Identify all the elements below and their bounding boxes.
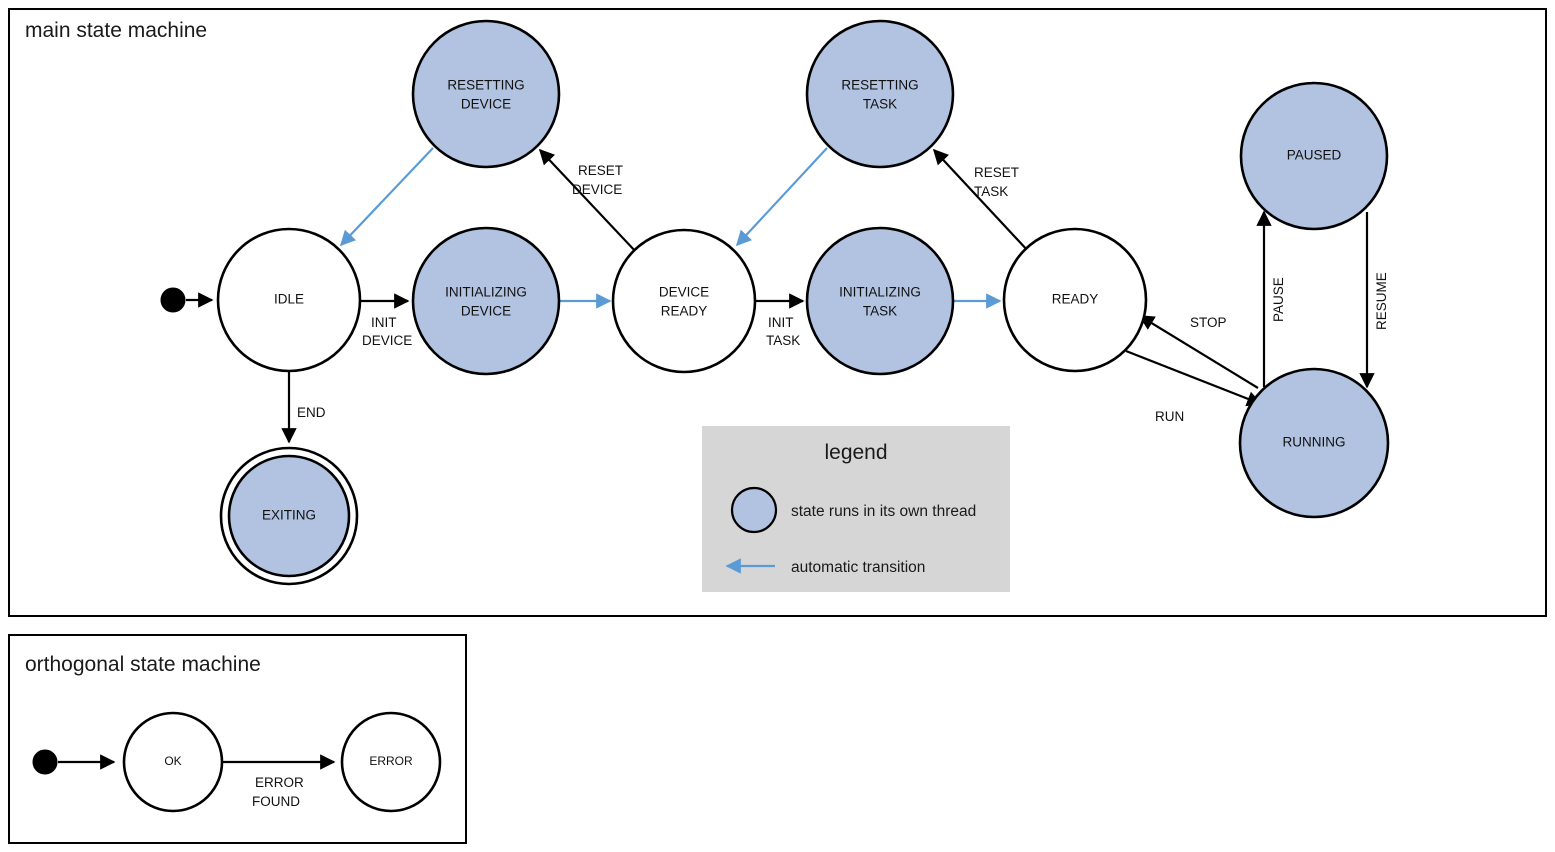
state-paused-label: PAUSED [1287, 148, 1342, 163]
transition-running-ready-label-1: STOP [1190, 315, 1227, 330]
transition-devready-resetdev: RESET DEVICE [538, 148, 638, 254]
transition-running-paused-label-1: PAUSE [1271, 277, 1286, 322]
state-running-label: RUNNING [1283, 435, 1346, 450]
state-resetting-task[interactable]: RESETTING TASK [805, 19, 955, 169]
transition-idle-exiting: END [281, 372, 326, 444]
state-resetting-device-circle[interactable] [411, 19, 561, 169]
state-initializing-device-label-2: DEVICE [461, 304, 511, 319]
transition-devready-resetdev-line [538, 148, 638, 254]
state-initializing-task[interactable]: INITIALIZING TASK [805, 226, 955, 376]
transition-resetdev-idle-line [339, 147, 434, 247]
state-exiting-circle[interactable] [227, 454, 351, 578]
state-ok[interactable]: OK [122, 711, 224, 813]
orthogonal-transitions-layer: ERROR FOUND [58, 754, 336, 809]
transition-devready-resetdev-label-1: RESET [578, 163, 623, 178]
legend-item-threaded-state: state runs in its own thread [730, 486, 976, 534]
transition-ready-resettask-label-2: TASK [974, 184, 1008, 199]
transition-idle-exiting-label-1: END [297, 405, 326, 420]
state-error-label: ERROR [369, 754, 413, 768]
state-paused-circle[interactable] [1239, 81, 1389, 231]
transition-ready-resettask: RESET TASK [932, 148, 1030, 253]
transition-resetdev-idle [339, 147, 434, 247]
state-running[interactable]: RUNNING [1238, 367, 1390, 519]
state-device-ready-circle[interactable] [611, 228, 757, 374]
legend-item-automatic-transition: automatic transition [725, 558, 925, 576]
transition-orth-ok-error-label-2: FOUND [252, 794, 300, 809]
main-frame-title: main state machine [25, 19, 207, 42]
transition-ready-resettask-line [932, 148, 1030, 253]
state-device-ready-label-1: DEVICE [659, 285, 709, 300]
state-ok-circle[interactable] [122, 711, 224, 813]
state-idle-label: IDLE [274, 292, 304, 307]
states-layer: IDLE RESETTING DEVICE INITIALIZING DEVIC… [160, 19, 1390, 586]
transition-paused-running: RESUME [1359, 212, 1389, 389]
transition-paused-running-label-1: RESUME [1374, 272, 1389, 330]
transition-orth-ok-error: ERROR FOUND [222, 754, 336, 809]
state-running-circle[interactable] [1238, 367, 1390, 519]
state-error-circle[interactable] [340, 711, 442, 813]
transition-ready-running: RUN [1125, 349, 1263, 424]
state-ok-label: OK [164, 754, 181, 768]
state-ready[interactable]: READY [1002, 227, 1148, 373]
state-device-ready[interactable]: DEVICE READY [611, 228, 757, 374]
state-idle[interactable]: IDLE [216, 227, 362, 373]
transition-idle-initdev-label-1: INIT [371, 315, 397, 330]
state-initializing-device-circle[interactable] [411, 226, 561, 376]
state-initializing-task-circle[interactable] [805, 226, 955, 376]
transition-running-paused: PAUSE [1256, 210, 1286, 387]
transition-running-ready: STOP [1138, 315, 1259, 389]
transition-running-ready-line [1138, 315, 1259, 389]
legend-automatic-transition-text: automatic transition [791, 559, 925, 576]
state-error[interactable]: ERROR [340, 711, 442, 813]
state-resetting-device-label-2: DEVICE [461, 97, 511, 112]
state-idle-circle[interactable] [216, 227, 362, 373]
legend-title: legend [824, 441, 887, 464]
transition-ready-running-label-1: RUN [1155, 409, 1184, 424]
state-initializing-task-label-2: TASK [863, 304, 897, 319]
state-ready-label: READY [1052, 292, 1099, 307]
state-exiting-outer-ring [219, 446, 359, 586]
state-resetting-task-circle[interactable] [805, 19, 955, 169]
transition-devready-resetdev-label-2: DEVICE [572, 182, 622, 197]
state-resetting-device-label-1: RESETTING [447, 78, 524, 93]
orthogonal-states-layer: OK ERROR [32, 711, 442, 813]
transitions-layer: INIT DEVICE RESET DEVICE END INIT TASK [186, 147, 1389, 444]
legend-threaded-state-icon [730, 486, 778, 534]
transition-orth-ok-error-label-1: ERROR [255, 775, 304, 790]
transition-resettask-devready [735, 147, 828, 247]
state-initializing-device-label-1: INITIALIZING [445, 285, 527, 300]
state-resetting-task-label-1: RESETTING [841, 78, 918, 93]
transition-devready-inittask-label-2: TASK [766, 333, 800, 348]
orthogonal-frame-title: orthogonal state machine [25, 653, 261, 676]
orthogonal-initial-state-node[interactable] [32, 749, 58, 775]
state-resetting-task-label-2: TASK [863, 97, 897, 112]
state-device-ready-label-2: READY [661, 304, 708, 319]
transition-devready-inittask-label-1: INIT [768, 315, 794, 330]
state-resetting-device[interactable]: RESETTING DEVICE [411, 19, 561, 169]
state-initializing-device[interactable]: INITIALIZING DEVICE [411, 226, 561, 376]
transition-ready-running-line [1125, 349, 1263, 407]
state-paused[interactable]: PAUSED [1239, 81, 1389, 231]
transition-devready-inittask: INIT TASK [756, 293, 805, 348]
initial-state-node[interactable] [160, 287, 186, 313]
legend-threaded-state-text: state runs in its own thread [791, 503, 976, 520]
transition-resettask-devready-line [735, 147, 828, 247]
state-ready-circle[interactable] [1002, 227, 1148, 373]
transition-idle-initdev-label-2: DEVICE [362, 333, 412, 348]
state-exiting-label: EXITING [262, 508, 316, 523]
state-exiting[interactable]: EXITING [219, 446, 359, 586]
transition-idle-initdev: INIT DEVICE [360, 293, 412, 348]
transition-ready-resettask-label-1: RESET [974, 165, 1019, 180]
state-initializing-task-label-1: INITIALIZING [839, 285, 921, 300]
legend: legend state runs in its own thread auto… [702, 426, 1010, 592]
